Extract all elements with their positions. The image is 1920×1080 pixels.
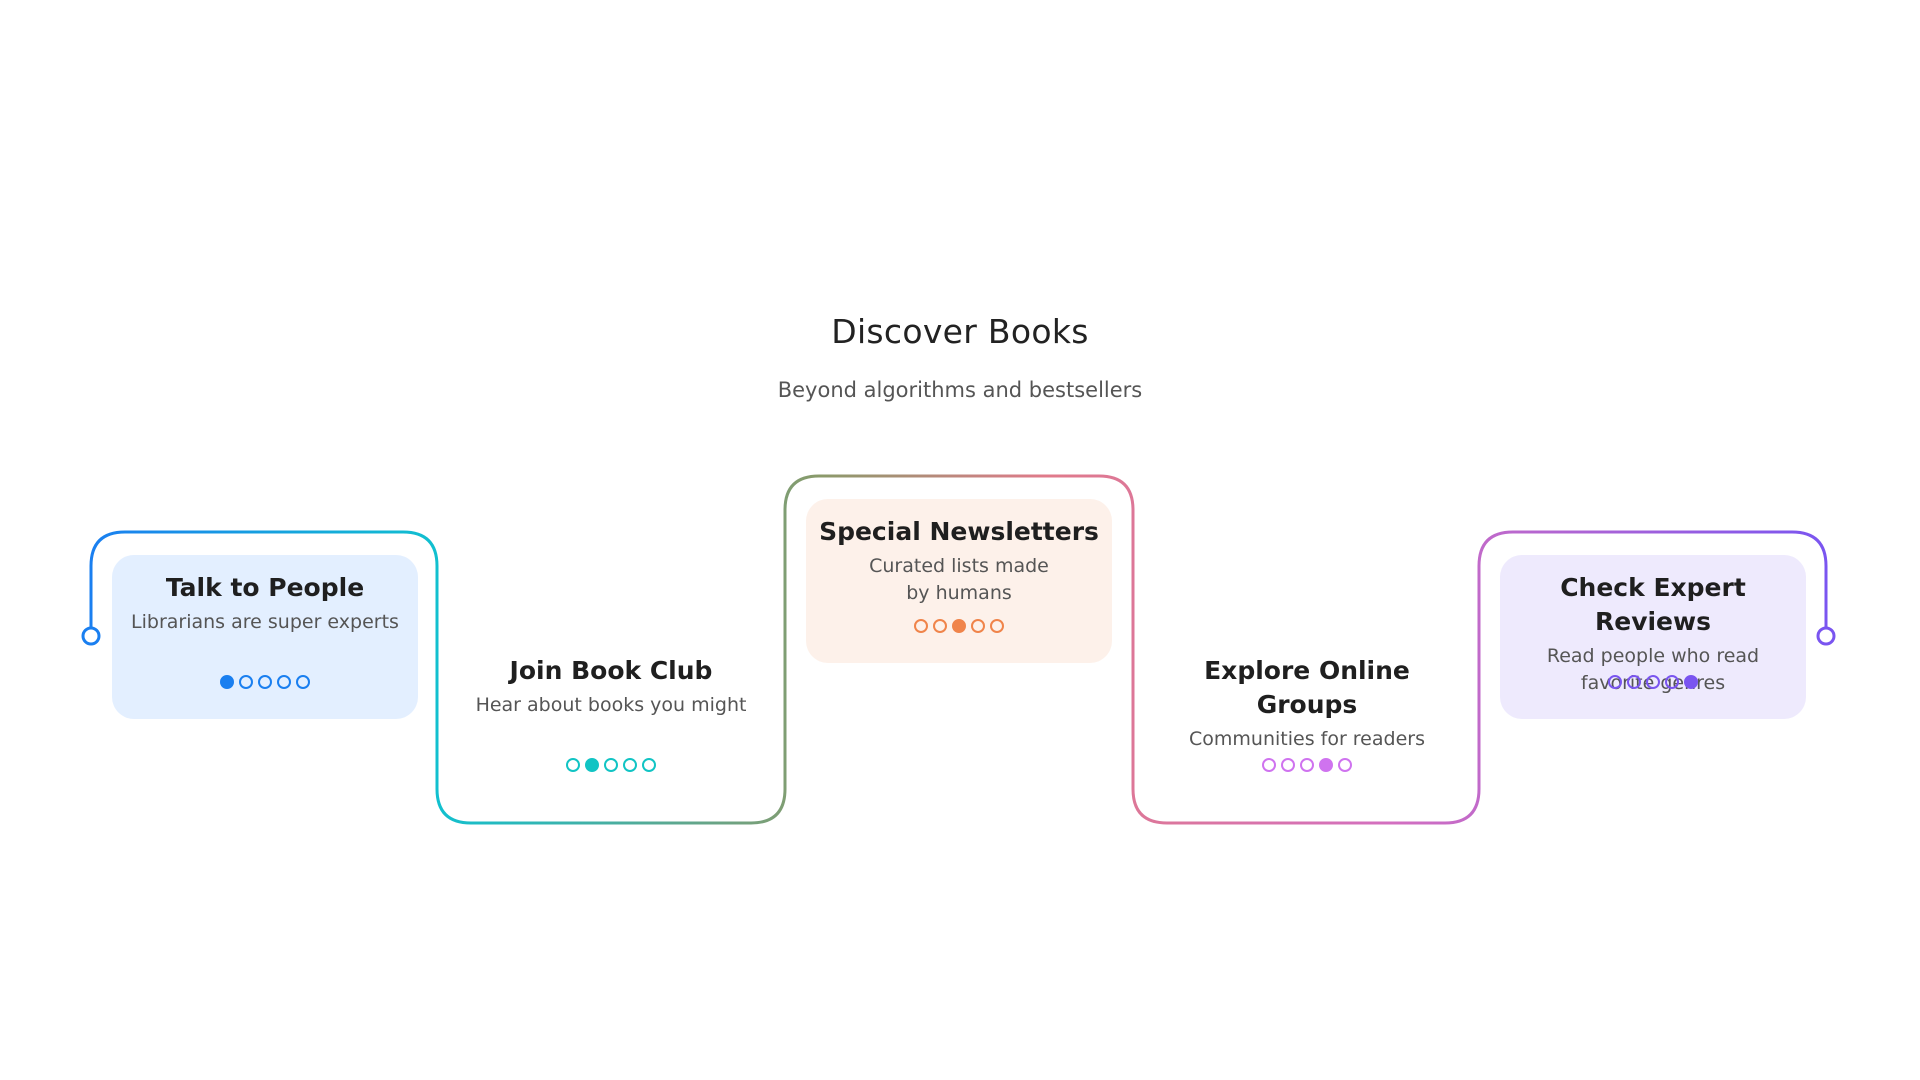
connector-path — [89, 474, 1828, 825]
progress-dots — [458, 758, 764, 772]
step-title: Check Expert Reviews — [1560, 573, 1746, 636]
step-description: Communities for readers — [1189, 728, 1425, 750]
progress-dot-active — [220, 675, 234, 689]
progress-dot — [1646, 675, 1660, 689]
step-card-talk-to-people: Talk to People Librarians are super expe… — [112, 555, 418, 719]
step-description: Curated lists made by humans — [869, 555, 1049, 604]
step-title: Special Newsletters — [819, 517, 1099, 546]
progress-dot — [623, 758, 637, 772]
progress-dot — [239, 675, 253, 689]
progress-dot — [604, 758, 618, 772]
progress-dot — [1665, 675, 1679, 689]
step-card-special-newsletters: Special Newsletters Curated lists made b… — [806, 499, 1112, 663]
end-node-icon — [1816, 626, 1836, 646]
progress-dots — [1500, 675, 1806, 689]
step-description: Librarians are super experts — [131, 611, 399, 633]
step-card-join-book-club: Join Book Club Hear about books you migh… — [458, 638, 764, 802]
progress-dot — [1300, 758, 1314, 772]
progress-dot — [296, 675, 310, 689]
progress-dots — [112, 675, 418, 689]
progress-dot — [1338, 758, 1352, 772]
page-title: Discover Books — [831, 312, 1089, 351]
progress-dots — [806, 619, 1112, 633]
step-card-check-expert-reviews: Check Expert Reviews Read people who rea… — [1500, 555, 1806, 719]
progress-dot — [971, 619, 985, 633]
step-title: Talk to People — [165, 573, 365, 602]
progress-dot-active — [1684, 675, 1698, 689]
progress-dots — [1154, 758, 1460, 772]
progress-dot — [642, 758, 656, 772]
step-card-explore-online-groups: Explore Online Groups Communities for re… — [1154, 638, 1460, 802]
progress-dot-active — [585, 758, 599, 772]
progress-dot — [277, 675, 291, 689]
progress-dot — [1281, 758, 1295, 772]
progress-dot — [933, 619, 947, 633]
progress-dot-active — [952, 619, 966, 633]
start-node-icon — [81, 626, 101, 646]
page-subtitle: Beyond algorithms and bestsellers — [777, 378, 1143, 402]
progress-dot — [1608, 675, 1622, 689]
progress-dot-active — [1319, 758, 1333, 772]
step-title: Explore Online Groups — [1204, 656, 1410, 719]
step-title: Join Book Club — [509, 656, 713, 685]
progress-dot — [914, 619, 928, 633]
progress-dot — [1627, 675, 1641, 689]
progress-dot — [566, 758, 580, 772]
progress-dot — [990, 619, 1004, 633]
step-description: Hear about books you might — [475, 694, 747, 716]
progress-dot — [1262, 758, 1276, 772]
progress-dot — [258, 675, 272, 689]
